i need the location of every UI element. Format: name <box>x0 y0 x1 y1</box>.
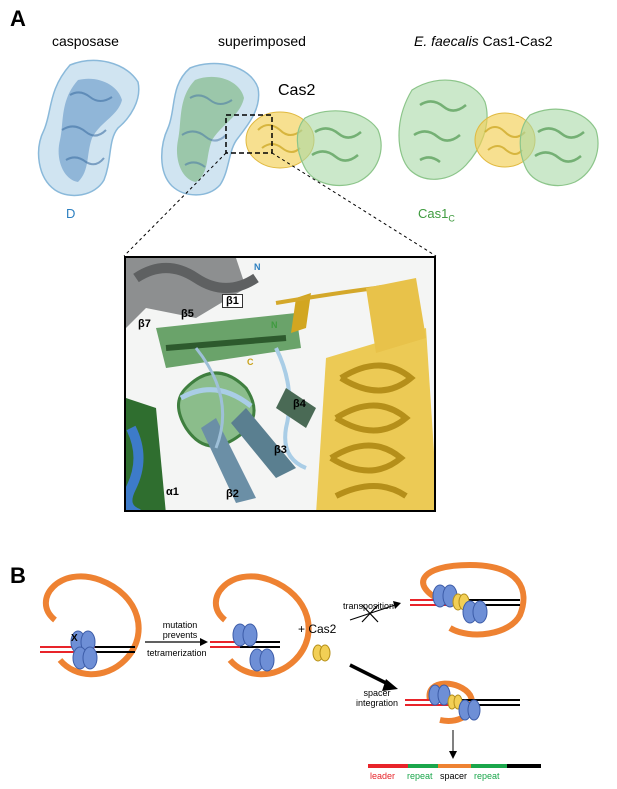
header-ef-cas1-cas2: E. faecalis Cas1-Cas2 <box>414 33 553 49</box>
bar-label-repeat-2: repeat <box>474 771 500 781</box>
stage2-dimer-complex <box>210 573 312 678</box>
inset-label-b2: β2 <box>226 488 239 500</box>
bar-label-leader: leader <box>370 771 396 781</box>
stage1-casposase-complex <box>40 573 142 678</box>
spacer-line1: spacer <box>363 688 391 698</box>
bar-label-repeat-1: repeat <box>407 771 433 781</box>
panel-a-structures <box>37 59 599 257</box>
inset-label-b5: β5 <box>181 308 194 320</box>
inset-label-b1: β1 <box>222 294 243 308</box>
plus-cas2-label: + Cas2 <box>298 622 337 636</box>
superimposed-structure <box>161 62 382 196</box>
spacer-line2: integration <box>356 698 399 708</box>
ef-cas1-cas2-structure <box>398 79 599 187</box>
mutation-line3: tetramerization <box>147 648 207 658</box>
inset-label-b4: β4 <box>293 398 306 410</box>
casposase-structure <box>37 59 140 197</box>
inset-label-b3: β3 <box>274 444 287 456</box>
transposition-outcome <box>410 561 527 638</box>
spacer-integration-label: spacer integration <box>356 688 398 708</box>
cas2-label: Cas2 <box>278 82 316 99</box>
transposition-label: transposition <box>343 601 395 611</box>
header-ef-protein: Cas1-Cas2 <box>478 33 553 49</box>
label-cas1c-main: Cas1 <box>418 206 449 221</box>
zoom-box <box>225 114 273 154</box>
mutation-line1: mutation <box>162 620 198 630</box>
mutation-line2: prevents <box>162 630 198 640</box>
label-d: D <box>66 206 76 221</box>
zoom-line-right <box>271 152 437 257</box>
inset-label-n-blue: N <box>254 262 261 272</box>
inset-label-n-green: N <box>271 320 278 330</box>
label-cas1c-subscript: C <box>448 213 455 224</box>
header-ef-species: E. faecalis <box>414 33 479 49</box>
header-superimposed: superimposed <box>218 33 306 49</box>
x-mark: X <box>71 633 78 644</box>
spacer-integration-outcome <box>405 680 520 724</box>
cas2-dimer-icon <box>312 644 331 662</box>
panel-b-letter: B <box>10 563 26 588</box>
inset-label-b7: β7 <box>138 318 151 330</box>
inset-panel: N β1 β7 β5 N C β4 β3 α1 β2 <box>124 256 436 512</box>
zoom-line-left <box>123 152 227 257</box>
inset-label-c-yellow: C <box>247 357 254 367</box>
panel-b-schematic <box>40 561 541 768</box>
panel-a-letter: A <box>10 6 26 31</box>
inset-label-a1: α1 <box>166 486 179 498</box>
array-bar <box>368 764 541 768</box>
mutation-label: mutation prevents <box>160 620 200 640</box>
header-casposase: casposase <box>52 33 119 49</box>
bar-label-spacer: spacer <box>440 771 468 781</box>
label-cas1c: Cas1C <box>418 206 455 224</box>
inset-ribbons <box>126 258 434 510</box>
